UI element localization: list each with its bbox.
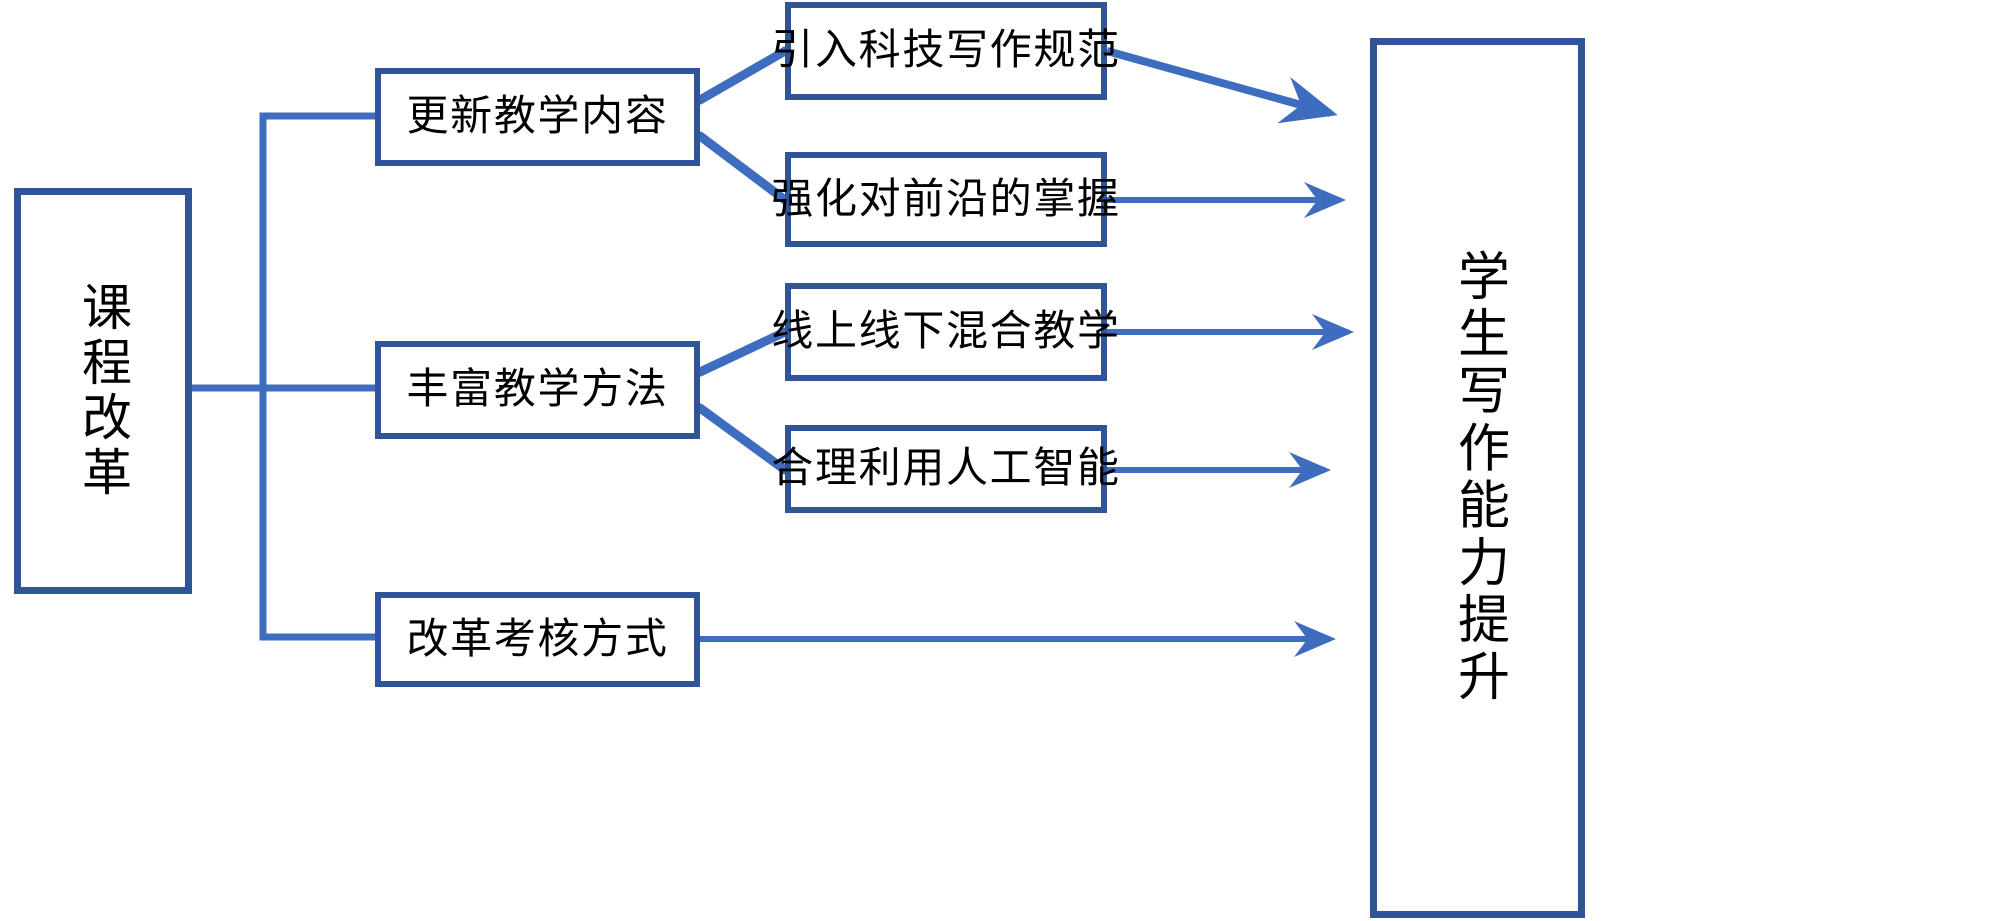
node-student-writing-ability-improvement[interactable]: 学生写作能力提升 [1370,38,1585,918]
node-reform-assessment[interactable]: 改革考核方式 [375,592,700,687]
node-strengthen-frontier-mastery[interactable]: 强化对前沿的掌握 [771,152,1119,247]
node-student-writing-ability-improvement-label: 学生写作能力提升 [1449,249,1507,707]
node-introduce-scitech-writing-norms-label: 引入科技写作规范 [771,28,1121,74]
edge-root-to-level2 [188,112,379,641]
node-online-offline-blended-teaching[interactable]: 线上线下混合教学 [771,283,1119,381]
edge-content-to-children [695,46,790,205]
node-reform-assessment-label: 改革考核方式 [406,616,669,663]
node-enrich-teaching-methods-label: 丰富教学方法 [406,367,669,413]
edge-level3-to-outcome [700,47,1354,657]
node-update-teaching-content[interactable]: 更新教学内容 [375,68,700,166]
node-course-reform[interactable]: 课程改革 [14,188,192,594]
edge-method-to-children [695,327,790,475]
node-update-teaching-content-label: 更新教学内容 [406,94,669,140]
node-rational-use-of-ai[interactable]: 合理利用人工智能 [771,425,1119,513]
node-enrich-teaching-methods[interactable]: 丰富教学方法 [375,341,700,439]
node-online-offline-blended-teaching-label: 线上线下混合教学 [771,309,1121,355]
node-introduce-scitech-writing-norms[interactable]: 引入科技写作规范 [771,2,1119,100]
node-course-reform-label: 课程改革 [75,281,131,501]
node-rational-use-of-ai-label: 合理利用人工智能 [771,446,1121,492]
node-strengthen-frontier-mastery-label: 强化对前沿的掌握 [771,176,1121,223]
